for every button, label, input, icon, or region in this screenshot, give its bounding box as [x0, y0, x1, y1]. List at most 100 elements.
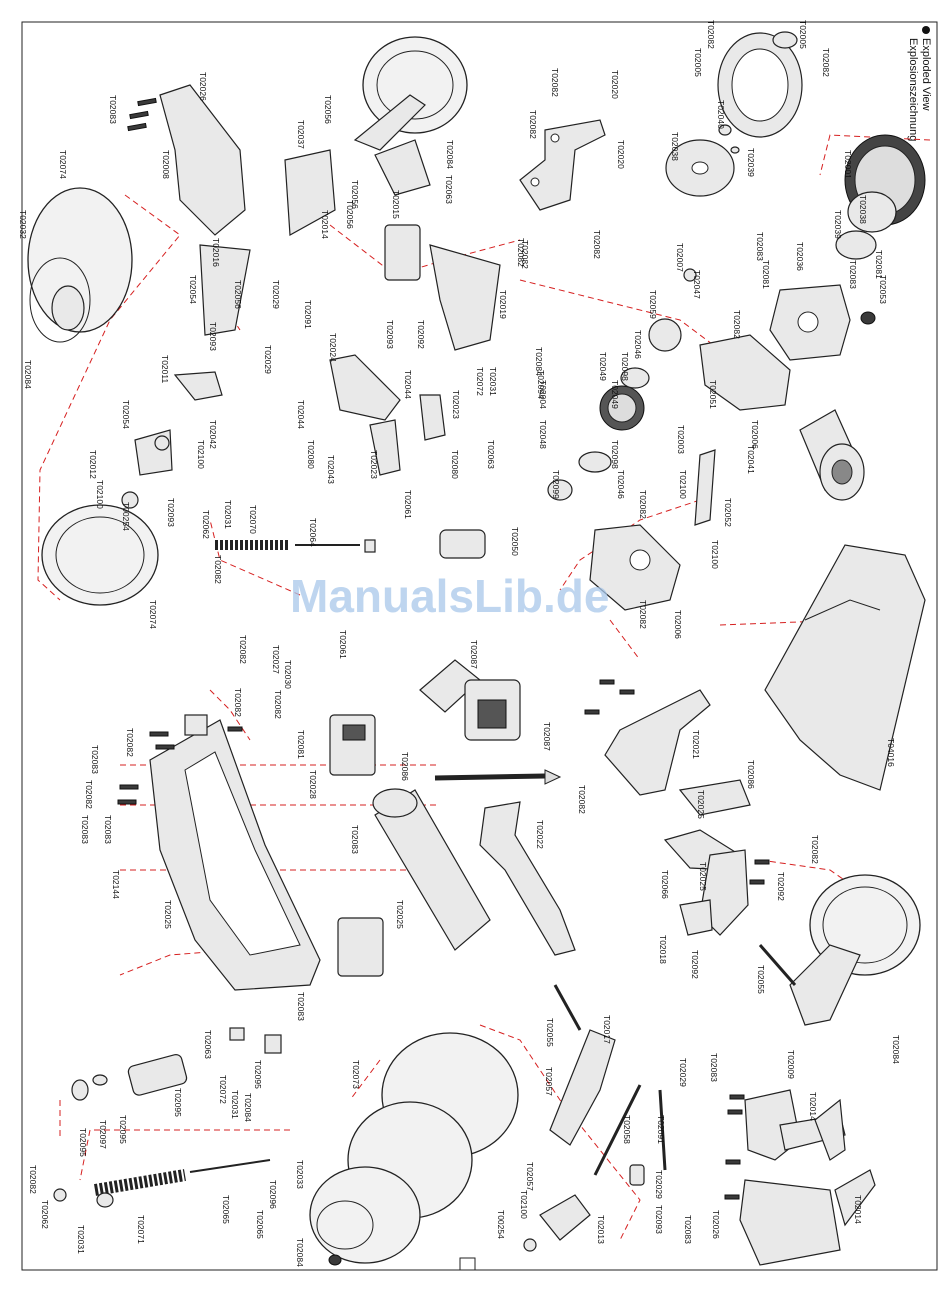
- part-number-label: T02071: [136, 1215, 146, 1244]
- part-number-label: T02056: [350, 180, 360, 209]
- part-number-label: T02019: [498, 290, 508, 319]
- part-number-label: T02082: [84, 780, 94, 809]
- part-number-label: T02087: [469, 640, 479, 669]
- part-number-label: T02026: [198, 72, 208, 101]
- part-number-label: T02056: [345, 200, 355, 229]
- part-number-label: T02026: [711, 1210, 721, 1239]
- center-brace: [479, 801, 576, 956]
- part-number-label: T02082: [732, 310, 742, 339]
- part-number-label: T02100: [95, 480, 105, 509]
- part-number-label: T02073: [351, 1060, 361, 1089]
- part-number-label: T02039: [833, 210, 843, 239]
- watermark: ManualsLib.de: [290, 570, 609, 622]
- part-number-label: T02063: [203, 1030, 213, 1059]
- front-right-tire: [41, 504, 159, 606]
- part-number-label: T02082: [238, 635, 248, 664]
- part-number-label: T02072: [475, 367, 485, 396]
- part-number-label: T02084: [534, 347, 544, 376]
- part-number-label: T02095: [118, 1115, 128, 1144]
- part-number-label: T02013: [596, 1215, 606, 1244]
- clutch-bell-assembly: [665, 31, 803, 197]
- part-number-label: T02100: [678, 470, 688, 499]
- part-number-label: T02080: [306, 440, 316, 469]
- part-number-label: T02042: [208, 420, 218, 449]
- part-number-label: T02082: [273, 690, 283, 719]
- part-number-label: T02054: [188, 275, 198, 304]
- part-number-label: T02055: [756, 965, 766, 994]
- part-number-label: T02038: [858, 195, 868, 224]
- part-number-label: T00254: [496, 1210, 506, 1239]
- part-number-label: T02083: [848, 260, 858, 289]
- part-number-label: T02065: [221, 1195, 231, 1224]
- part-number-label: T02001: [843, 150, 853, 179]
- servo-saver: [329, 224, 501, 476]
- part-number-label: T02082: [706, 20, 716, 49]
- part-number-label: T02050: [510, 527, 520, 556]
- part-number-label: T02017: [602, 1015, 612, 1044]
- part-number-label: T02091: [656, 1115, 666, 1144]
- part-number-label: T02048: [538, 420, 548, 449]
- part-number-label: T02082: [516, 238, 526, 267]
- motor-mount: [769, 284, 876, 361]
- receiver-box: [419, 659, 521, 741]
- part-number-label: T02095: [173, 1088, 183, 1117]
- part-number-label: T02009: [786, 1050, 796, 1079]
- part-number-label: T02082: [528, 110, 538, 139]
- steering-servo: [329, 714, 384, 977]
- part-number-label: T02011: [160, 355, 170, 383]
- part-number-label: T02005: [693, 48, 703, 77]
- part-number-label: T02092: [776, 872, 786, 901]
- part-number-label: T02057: [544, 1067, 554, 1096]
- rear-wing: [764, 544, 926, 791]
- part-number-label: T02082: [233, 688, 243, 717]
- rear-shock-tower: [604, 689, 751, 871]
- part-number-label: T02065: [255, 1210, 265, 1239]
- part-number-label: T02049: [598, 352, 608, 381]
- front-bulkhead: [159, 84, 336, 336]
- part-number-label: T02064: [308, 518, 318, 547]
- part-number-label: T02012: [88, 450, 98, 479]
- part-number-label: T02020: [616, 140, 626, 169]
- spur-gear-assembly: [835, 134, 926, 260]
- part-number-label: T02097: [98, 1120, 108, 1149]
- part-number-label: T02023: [369, 450, 379, 479]
- part-number-label: T02008: [161, 150, 171, 179]
- part-number-label: T02015: [391, 190, 401, 219]
- border-notch: [459, 1257, 476, 1270]
- part-number-label: T02093: [385, 320, 395, 349]
- part-number-label: T02025: [163, 900, 173, 929]
- part-number-label: T02063: [444, 175, 454, 204]
- part-number-label: T02055: [545, 1018, 555, 1047]
- part-number-label: T02020: [610, 70, 620, 99]
- part-number-label: T02054: [121, 400, 131, 429]
- part-number-label: T02084: [295, 1238, 305, 1267]
- part-number-label: T02066: [660, 870, 670, 899]
- part-number-label: T02006: [673, 610, 683, 639]
- part-number-label: T02062: [40, 1200, 50, 1229]
- part-number-label: T02096: [268, 1180, 278, 1209]
- part-number-label: T02044: [403, 370, 413, 399]
- part-number-label: T02063: [486, 440, 496, 469]
- part-number-label: T02033: [295, 1160, 305, 1189]
- front-shock-tower: [519, 119, 606, 211]
- part-number-label: T02028: [308, 770, 318, 799]
- part-number-label: T02083: [296, 992, 306, 1021]
- part-number-label: T02083: [80, 815, 90, 844]
- part-number-label: T02100: [519, 1190, 529, 1219]
- part-number-label: T02092: [690, 950, 700, 979]
- part-number-label: T02082: [577, 785, 587, 814]
- part-number-label: T02099: [551, 470, 561, 499]
- part-number-label: T02061: [403, 490, 413, 519]
- part-number-label: T02086: [400, 752, 410, 781]
- rear-left-tire: [309, 1032, 519, 1266]
- part-number-label: T02081: [761, 260, 771, 289]
- rear-shock: [53, 1027, 282, 1208]
- part-number-label: T02082: [638, 600, 648, 629]
- part-number-label: T02043: [326, 455, 336, 484]
- part-number-label: T02084: [445, 140, 455, 169]
- part-number-label: T02092: [416, 320, 426, 349]
- part-number-label: T02022: [535, 820, 545, 849]
- part-number-label: T02144: [111, 870, 121, 899]
- title-bullet: [922, 26, 930, 34]
